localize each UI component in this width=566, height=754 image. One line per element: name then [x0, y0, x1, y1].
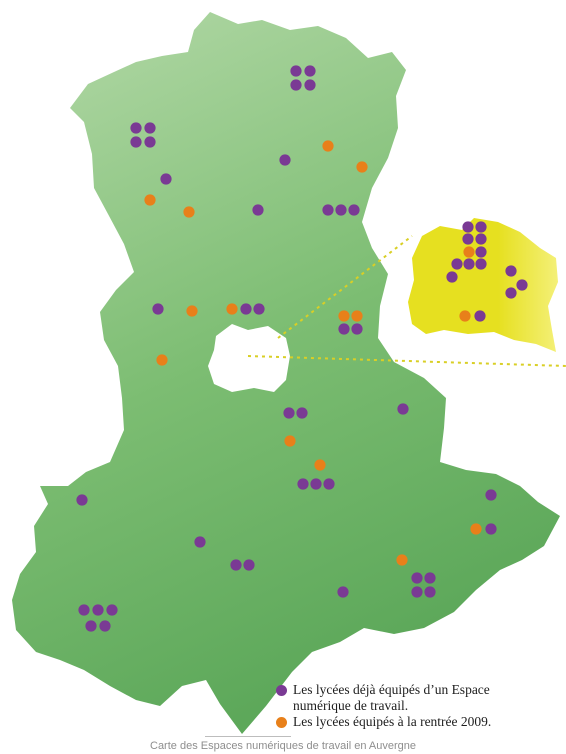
lycee-equipped-marker	[424, 572, 436, 584]
lycee-equipped-marker	[505, 287, 517, 299]
lycee-2009-marker	[144, 194, 156, 206]
lycee-equipped-marker	[462, 221, 474, 233]
caption-divider	[205, 736, 291, 737]
lycee-equipped-marker	[485, 523, 497, 535]
clermont-ferrand-hole	[208, 324, 290, 392]
lycee-equipped-marker	[243, 559, 255, 571]
lycee-equipped-marker	[338, 323, 350, 335]
lycee-equipped-marker	[446, 271, 458, 283]
lycee-equipped-marker	[304, 65, 316, 77]
lycee-equipped-marker	[475, 258, 487, 270]
legend-item-2009: Les lycées équipés à la rentrée 2009.	[276, 714, 566, 730]
lycee-2009-marker	[226, 303, 238, 315]
lycee-2009-marker	[186, 305, 198, 317]
lycee-equipped-marker	[462, 233, 474, 245]
lycee-2009-marker	[459, 310, 471, 322]
lycee-equipped-marker	[99, 620, 111, 632]
lycee-equipped-marker	[337, 586, 349, 598]
zoom-line-top	[277, 235, 413, 339]
lycee-equipped-marker	[463, 258, 475, 270]
lycee-equipped-marker	[296, 407, 308, 419]
lycee-2009-marker	[351, 310, 363, 322]
lycee-2009-marker	[396, 554, 408, 566]
lycee-equipped-marker	[424, 586, 436, 598]
lycee-equipped-marker	[310, 478, 322, 490]
lycee-equipped-marker	[475, 233, 487, 245]
lycee-equipped-marker	[411, 572, 423, 584]
lycee-equipped-marker	[290, 79, 302, 91]
lycee-equipped-marker	[397, 403, 409, 415]
lycee-2009-marker	[470, 523, 482, 535]
lycee-equipped-marker	[253, 303, 265, 315]
legend-2009-line1: Les lycées équipés à la rentrée 2009.	[293, 714, 492, 729]
lycee-equipped-marker	[335, 204, 347, 216]
lycee-equipped-marker	[130, 122, 142, 134]
lycee-markers	[76, 65, 528, 632]
lycee-equipped-marker	[505, 265, 517, 277]
clermont-ferrand-inset	[408, 218, 558, 352]
lycee-equipped-marker	[451, 258, 463, 270]
lycee-equipped-marker	[240, 303, 252, 315]
lycee-equipped-marker	[78, 604, 90, 616]
legend-equipped-line1: Les lycées déjà équipés d’un Espace	[293, 682, 490, 697]
map-legend: Les lycées déjà équipés d’un Espace numé…	[276, 682, 566, 730]
purple-dot-icon	[276, 685, 287, 696]
lycee-equipped-marker	[485, 489, 497, 501]
lycee-equipped-marker	[474, 310, 486, 322]
lycee-equipped-marker	[348, 204, 360, 216]
lycee-2009-marker	[284, 435, 296, 447]
lycee-equipped-marker	[130, 136, 142, 148]
legend-equipped-line2: numérique de travail.	[293, 698, 409, 713]
lycee-equipped-marker	[516, 279, 528, 291]
lycee-equipped-marker	[85, 620, 97, 632]
lycee-2009-marker	[463, 246, 475, 258]
lycee-2009-marker	[322, 140, 334, 152]
lycee-2009-marker	[356, 161, 368, 173]
lycee-equipped-marker	[297, 478, 309, 490]
lycee-equipped-marker	[304, 79, 316, 91]
lycee-2009-marker	[338, 310, 350, 322]
lycee-equipped-marker	[290, 65, 302, 77]
lycee-equipped-marker	[411, 586, 423, 598]
lycee-equipped-marker	[152, 303, 164, 315]
lycee-2009-marker	[156, 354, 168, 366]
lycee-equipped-marker	[323, 478, 335, 490]
lycee-equipped-marker	[230, 559, 242, 571]
lycee-2009-marker	[314, 459, 326, 471]
lycee-equipped-marker	[76, 494, 88, 506]
lycee-equipped-marker	[252, 204, 264, 216]
lycee-equipped-marker	[283, 407, 295, 419]
legend-item-equipped: Les lycées déjà équipés d’un Espace numé…	[276, 682, 566, 714]
lycee-equipped-marker	[144, 136, 156, 148]
map-caption: Carte des Espaces numériques de travail …	[150, 740, 416, 752]
lycee-equipped-marker	[92, 604, 104, 616]
lycee-equipped-marker	[279, 154, 291, 166]
lycee-equipped-marker	[475, 246, 487, 258]
lycee-2009-marker	[183, 206, 195, 218]
lycee-equipped-marker	[322, 204, 334, 216]
lycee-equipped-marker	[351, 323, 363, 335]
lycee-equipped-marker	[160, 173, 172, 185]
lycee-equipped-marker	[106, 604, 118, 616]
orange-dot-icon	[276, 717, 287, 728]
lycee-equipped-marker	[194, 536, 206, 548]
lycee-equipped-marker	[144, 122, 156, 134]
lycee-equipped-marker	[475, 221, 487, 233]
